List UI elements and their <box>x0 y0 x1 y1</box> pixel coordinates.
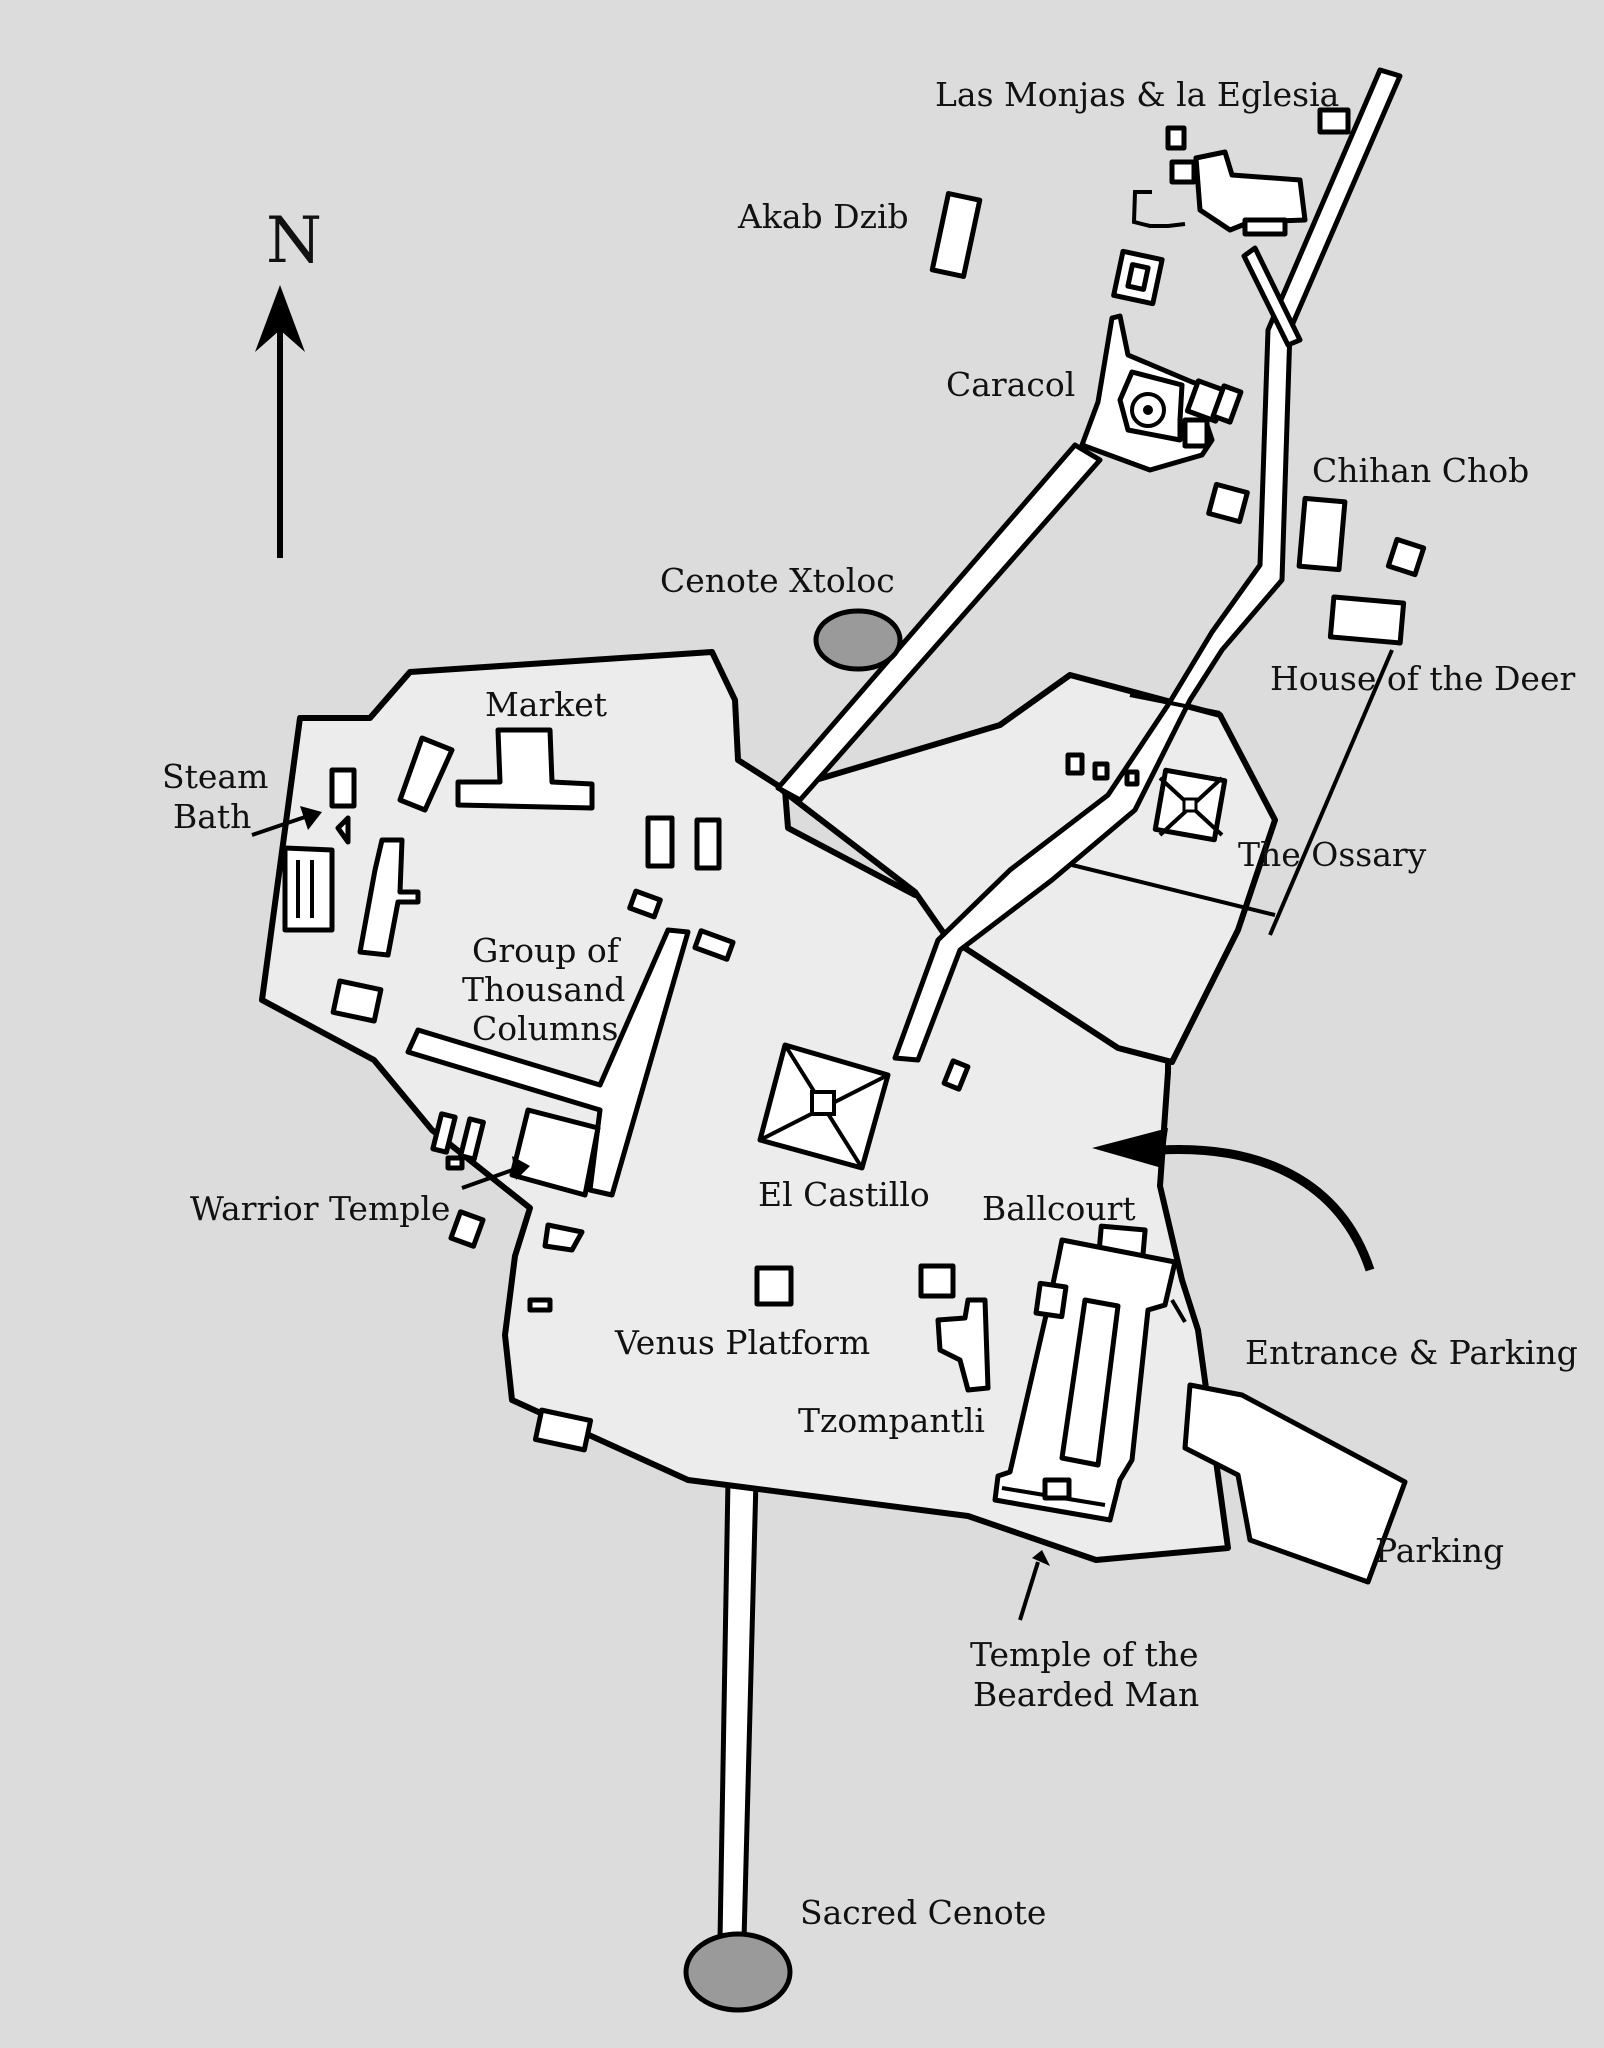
label-akab-dzib: Akab Dzib <box>737 197 909 236</box>
warrior-arrowhead <box>512 1156 530 1180</box>
road-branch <box>1241 245 1303 348</box>
label-bearded-man-line2: Bearded Man <box>973 1675 1199 1714</box>
chihan-chob <box>1296 495 1348 573</box>
tzompantli <box>935 1297 991 1393</box>
label-market: Market <box>485 685 607 724</box>
cenote-xtoloc <box>813 608 903 672</box>
label-parking: Parking <box>1375 1531 1504 1570</box>
las-monjas-complex <box>1111 107 1351 307</box>
entrance-arrow-curve <box>1159 1145 1375 1272</box>
market-group <box>282 727 736 1198</box>
label-steam-bath-line2: Bath <box>173 797 251 836</box>
steam-bath-arrowhead <box>300 806 322 830</box>
label-warrior-temple: Warrior Temple <box>190 1189 450 1228</box>
label-entrance-parking: Entrance & Parking <box>1245 1333 1578 1372</box>
akab-dzib <box>929 191 983 279</box>
el-castillo <box>757 1042 891 1171</box>
caracol <box>1079 313 1244 473</box>
label-el-castillo: El Castillo <box>758 1175 930 1214</box>
label-thousand-columns-line3: Columns <box>472 1009 618 1048</box>
north-arrow: N <box>255 204 322 558</box>
north-arrow-icon <box>255 285 305 352</box>
label-chihan-chob: Chihan Chob <box>1312 451 1529 490</box>
small-altar <box>941 1058 971 1092</box>
label-house-of-the-deer: House of the Deer <box>1270 659 1575 698</box>
eagles-platform <box>918 1263 956 1299</box>
ossary <box>1065 752 1228 843</box>
warrior-arrow-line <box>461 1166 519 1190</box>
entrance-arrowhead <box>1092 1128 1168 1168</box>
venus-platform <box>754 1265 794 1307</box>
label-sacred-cenote: Sacred Cenote <box>800 1893 1046 1932</box>
steam-bath-arrow-line <box>251 814 309 837</box>
north-divider <box>1071 863 1276 917</box>
house-deer-path <box>1268 649 1394 936</box>
small-structure <box>1206 481 1250 525</box>
ballcourt <box>992 1223 1187 1523</box>
label-cenote-xtoloc: Cenote Xtoloc <box>660 561 895 600</box>
label-las-monjas: Las Monjas & la Eglesia <box>935 75 1339 114</box>
house-of-the-deer <box>1327 594 1407 646</box>
label-thousand-columns-line1: Group of <box>472 931 622 970</box>
sacred-cenote <box>683 1931 793 2013</box>
label-caracol: Caracol <box>946 365 1075 404</box>
bearded-man-arrowhead <box>1032 1550 1050 1566</box>
parking-lot <box>1182 1382 1408 1585</box>
small-structure-2 <box>1385 536 1427 578</box>
label-venus-platform: Venus Platform <box>614 1323 870 1362</box>
north-label: N <box>266 204 322 278</box>
label-tzompantli: Tzompantli <box>798 1401 985 1440</box>
bearded-man-arrow-line <box>1018 1561 1040 1621</box>
label-steam-bath-line1: Steam <box>162 757 268 796</box>
road-caracol <box>775 442 1103 803</box>
label-bearded-man-line1: Temple of the <box>970 1635 1199 1674</box>
warrior-temple <box>430 1107 601 1453</box>
label-thousand-columns-line2: Thousand <box>462 970 625 1009</box>
label-the-ossary: The Ossary <box>1238 835 1427 874</box>
label-ballcourt: Ballcourt <box>982 1189 1136 1228</box>
ossary-wall <box>1129 693 1221 715</box>
